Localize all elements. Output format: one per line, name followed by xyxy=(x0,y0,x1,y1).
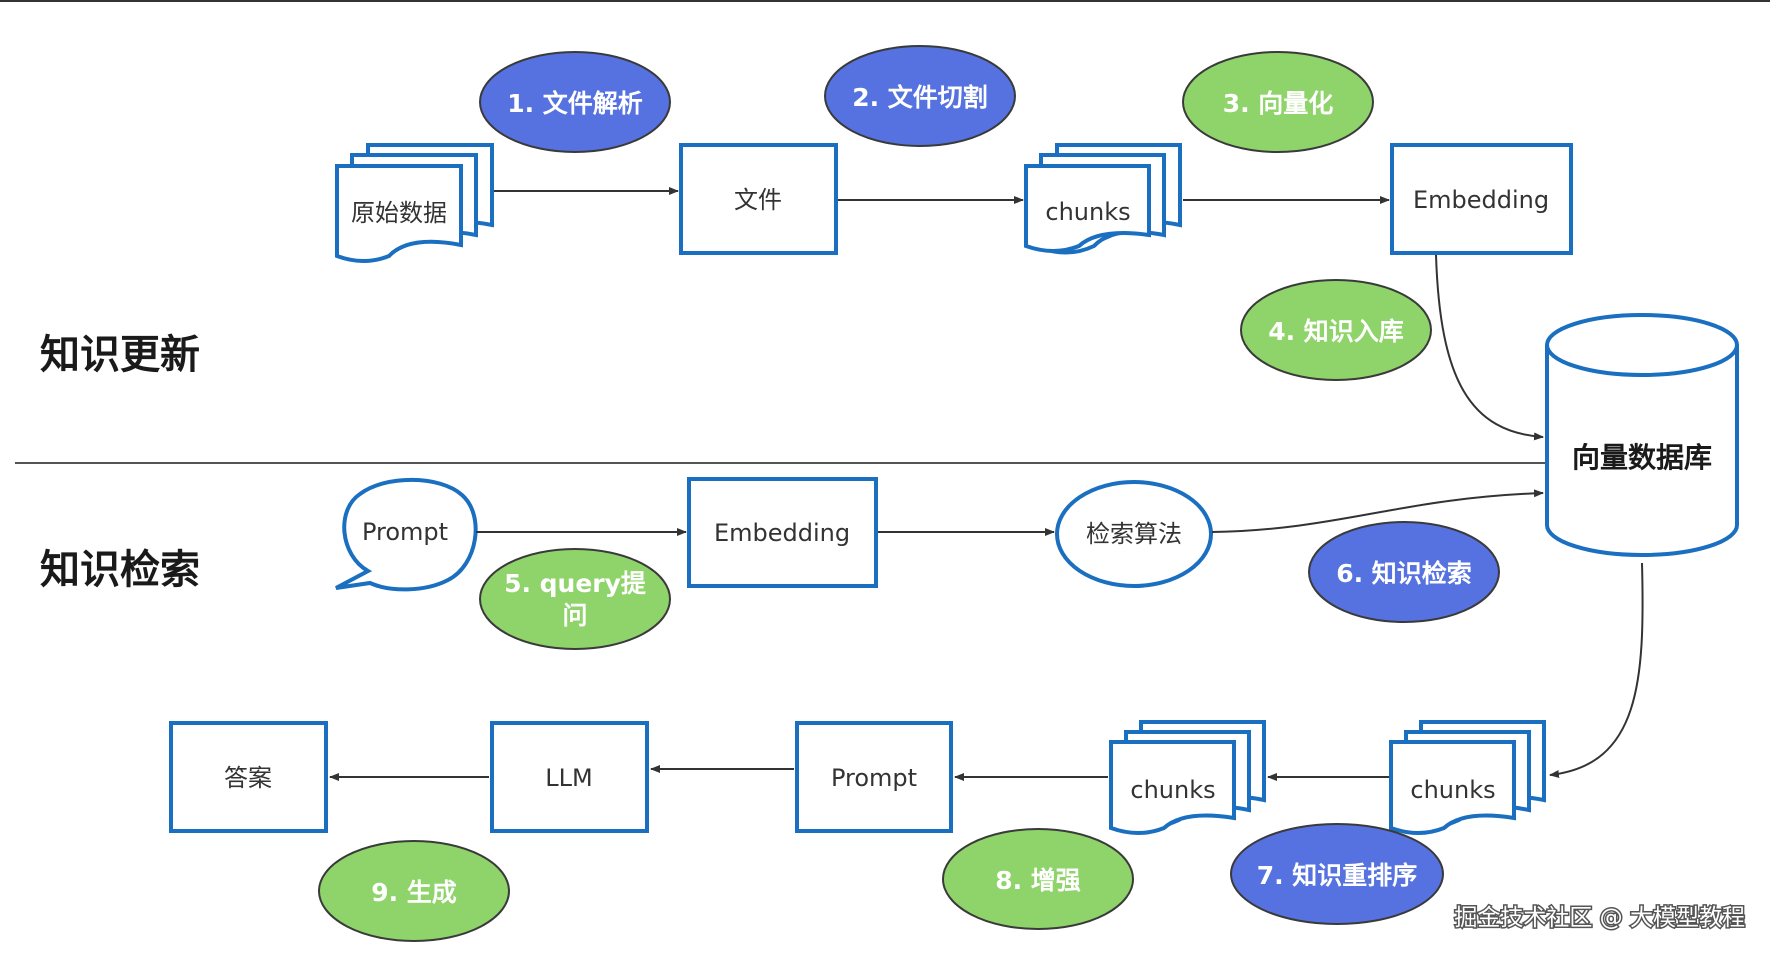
step-8-label: 8. 增强 xyxy=(995,866,1081,895)
raw-data-document-stack: 原始数据 xyxy=(335,143,494,263)
step-5-label-line1: 5. query提 xyxy=(504,569,647,598)
raw-data-label: 原始数据 xyxy=(351,199,447,227)
file-label: 文件 xyxy=(734,186,782,214)
chunks-right-document-stack: chunks xyxy=(1389,720,1546,835)
prompt-bubble-label: Prompt xyxy=(362,518,448,546)
chunks-top-label: chunks xyxy=(1045,198,1130,226)
chunks-mid-document-stack: chunks xyxy=(1109,720,1266,835)
chunks-right-label: chunks xyxy=(1410,776,1495,804)
prompt-speech-bubble: Prompt xyxy=(335,477,478,592)
step-4-badge: 4. 知识入库 xyxy=(1240,279,1432,381)
step-5-badge: 5. query提 问 xyxy=(479,548,671,650)
chunks-mid-label: chunks xyxy=(1130,776,1215,804)
chunks-top-document-stack: chunks xyxy=(1024,143,1182,255)
arrow-db-to-chunks xyxy=(1549,562,1644,778)
prompt-box-label: Prompt xyxy=(831,764,917,792)
retrieval-algorithm-ellipse: 检索算法 xyxy=(1055,480,1213,588)
answer-label: 答案 xyxy=(224,764,272,792)
vector-database-cylinder: 向量数据库 xyxy=(1545,313,1739,557)
step-9-badge: 9. 生成 xyxy=(318,840,510,942)
section-label-update: 知识更新 xyxy=(40,332,200,378)
section-label-retrieve: 知识检索 xyxy=(40,547,200,593)
step-7-badge: 7. 知识重排序 xyxy=(1230,823,1444,925)
embedding-top-label: Embedding xyxy=(1413,186,1549,214)
step-1-label: 1. 文件解析 xyxy=(507,89,643,118)
prompt-box: Prompt xyxy=(795,721,953,833)
step-3-badge: 3. 向量化 xyxy=(1182,51,1374,153)
llm-box: LLM xyxy=(490,721,649,833)
step-3-label: 3. 向量化 xyxy=(1223,89,1334,118)
arrow-retrieval-to-db xyxy=(1211,489,1544,533)
step-6-label: 6. 知识检索 xyxy=(1336,559,1472,588)
step-1-badge: 1. 文件解析 xyxy=(479,51,671,153)
watermark: 掘金技术社区 @ 大模型教程 xyxy=(1454,905,1745,931)
step-5-label-line2: 问 xyxy=(562,601,587,630)
answer-box: 答案 xyxy=(169,721,328,833)
step-9-label: 9. 生成 xyxy=(371,878,457,907)
file-box: 文件 xyxy=(679,143,838,255)
llm-label: LLM xyxy=(545,764,592,792)
step-6-badge: 6. 知识检索 xyxy=(1308,521,1500,623)
embedding-top-box: Embedding xyxy=(1390,143,1573,255)
step-4-label: 4. 知识入库 xyxy=(1268,317,1404,346)
step-2-label: 2. 文件切割 xyxy=(852,83,988,112)
embedding-mid-label: Embedding xyxy=(714,519,850,547)
step-2-badge: 2. 文件切割 xyxy=(824,45,1016,147)
vector-db-label: 向量数据库 xyxy=(1572,441,1712,474)
step-7-label: 7. 知识重排序 xyxy=(1257,861,1418,890)
embedding-mid-box: Embedding xyxy=(687,477,878,588)
retrieval-algo-label: 检索算法 xyxy=(1086,520,1182,548)
step-8-badge: 8. 增强 xyxy=(942,828,1134,930)
arrow-embedding-to-db xyxy=(1435,254,1544,441)
